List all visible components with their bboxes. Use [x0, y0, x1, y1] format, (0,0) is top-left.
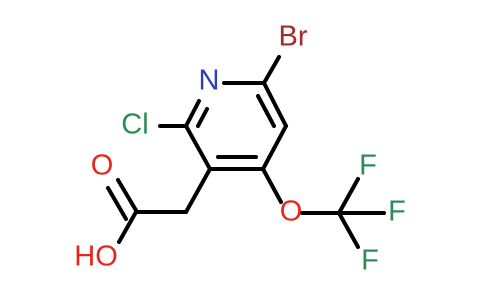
bond-c2-n-outer: [184, 99, 201, 128]
atom-f-right-label: F: [388, 196, 406, 228]
bond-c-o-double-b: [106, 186, 128, 221]
bond-c6-br: [262, 55, 281, 85]
atom-o-ether-label: O: [280, 196, 303, 228]
bond-c6-c5-inner: [256, 94, 276, 128]
atom-f-top-label: F: [359, 150, 377, 182]
atom-br-label: Br: [279, 21, 308, 53]
bonds: [106, 55, 386, 249]
bond-c2-n-inner: [196, 107, 209, 128]
bond-c3-ch2: [184, 167, 212, 214]
bond-c6-c5-outer: [262, 81, 288, 128]
bond-c4-o: [261, 167, 283, 204]
atom-f-bottom-label: F: [361, 245, 379, 277]
atom-n-label: N: [199, 65, 220, 97]
bond-c5-c4: [261, 124, 288, 171]
atom-o-carbonyl-label: O: [91, 150, 114, 182]
bond-c3-c2: [184, 124, 212, 171]
bond-c-o-double-a: [116, 178, 139, 214]
atom-cl-label: Cl: [121, 109, 148, 141]
bond-cf3-f-bottom: [337, 211, 360, 249]
bond-c-oh: [117, 210, 138, 244]
atom-oh-label: HO: [74, 241, 118, 273]
atom-labels: Br N Cl O O HO F F F: [74, 21, 406, 277]
bond-cf3-f-top: [337, 177, 360, 215]
